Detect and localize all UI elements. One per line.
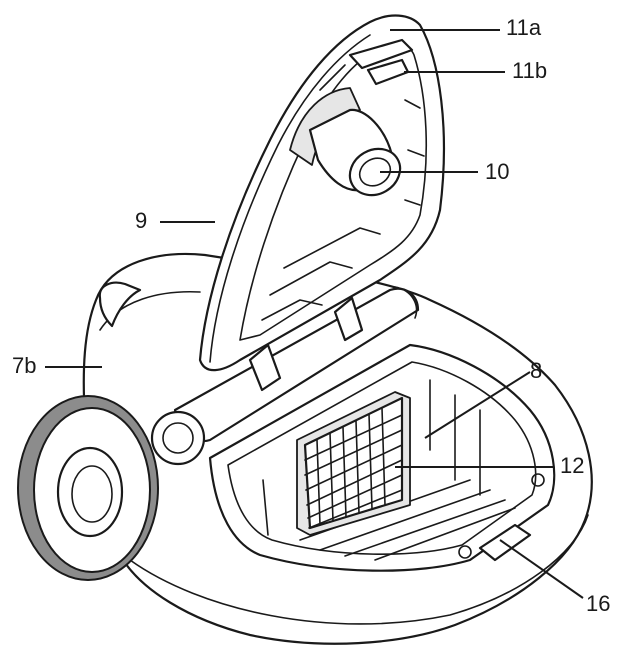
- motor-filter-grid: [296, 391, 411, 536]
- leader-16: [499, 539, 584, 599]
- callout-label-11a: 11a: [506, 15, 542, 40]
- callout-label-10: 10: [485, 159, 510, 184]
- callout-label-16: 16: [586, 591, 611, 616]
- callout-label-8: 8: [530, 358, 543, 383]
- rear-wheel: [17, 395, 159, 581]
- callout-label-9: 9: [135, 208, 148, 233]
- callout-label-12: 12: [560, 453, 585, 478]
- bag-holder-cylinder: [289, 87, 402, 197]
- open-lid: [198, 14, 446, 372]
- callout-label-11b: 11b: [512, 58, 548, 83]
- callout-label-7b: 7b: [12, 353, 37, 378]
- leader-lines: [45, 29, 584, 599]
- lid-hinge-arms: [248, 296, 364, 392]
- leader-8: [424, 371, 531, 439]
